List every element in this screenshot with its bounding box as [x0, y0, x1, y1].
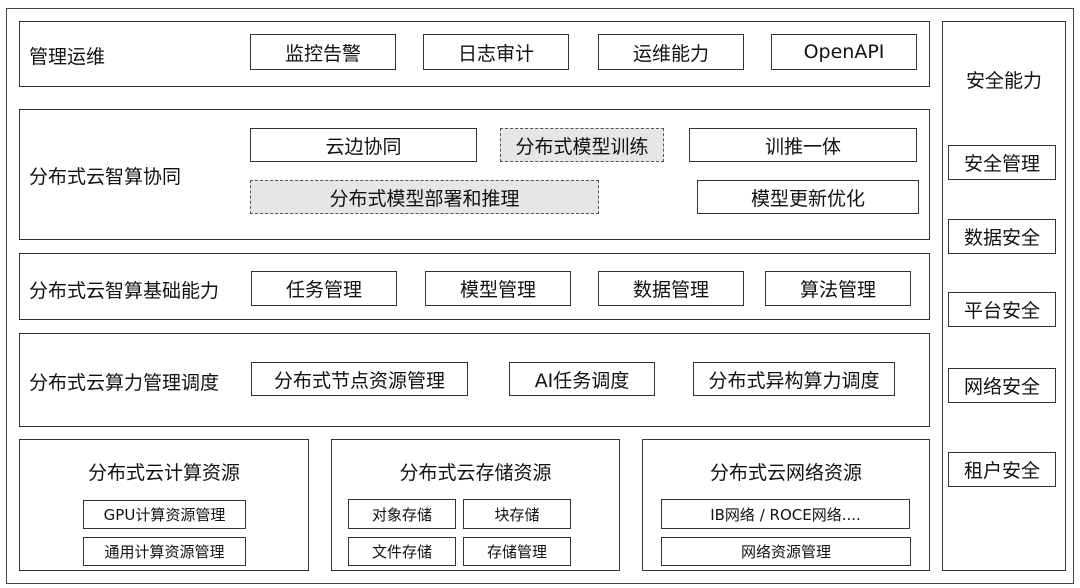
basic-layer-title: 分布式云智算基础能力	[29, 280, 220, 302]
ops-capability-box: 运维能力	[598, 34, 744, 70]
openapi-box: OpenAPI	[771, 34, 917, 70]
collab-layer-title: 分布式云智算协同	[29, 166, 182, 188]
network-resource-mgmt-box: 网络资源管理	[661, 537, 911, 566]
distributed-training-box: 分布式模型训练	[500, 128, 664, 162]
compute-resource-title: 分布式云计算资源	[87, 462, 240, 484]
file-storage-box: 文件存储	[348, 537, 456, 566]
storage-resource-title: 分布式云存储资源	[399, 462, 552, 484]
log-audit-box: 日志审计	[423, 34, 569, 70]
platform-security-box: 平台安全	[948, 292, 1056, 327]
general-compute-mgmt-box: 通用计算资源管理	[83, 537, 246, 566]
node-resource-mgmt-box: 分布式节点资源管理	[251, 362, 468, 396]
tenant-security-box: 租户安全	[948, 452, 1056, 487]
hetero-compute-schedule-box: 分布式异构算力调度	[693, 362, 895, 396]
model-mgmt-box: 模型管理	[425, 271, 571, 306]
data-security-box: 数据安全	[948, 219, 1056, 254]
cloud-edge-collab-box: 云边协同	[250, 128, 477, 162]
network-security-box: 网络安全	[948, 368, 1056, 403]
object-storage-box: 对象存储	[348, 499, 456, 529]
model-update-box: 模型更新优化	[697, 180, 919, 214]
ops-layer-title: 管理运维	[29, 46, 106, 68]
distributed-deploy-infer-box: 分布式模型部署和推理	[250, 180, 599, 214]
block-storage-box: 块存储	[463, 499, 571, 529]
storage-mgmt-box: 存储管理	[463, 537, 571, 566]
outer-frame	[6, 8, 1074, 584]
gpu-compute-mgmt-box: GPU计算资源管理	[83, 500, 246, 529]
security-mgmt-box: 安全管理	[948, 145, 1056, 180]
task-mgmt-box: 任务管理	[251, 271, 397, 306]
monitor-alert-box: 监控告警	[250, 34, 396, 70]
algorithm-mgmt-box: 算法管理	[765, 271, 911, 306]
train-infer-unified-box: 训推一体	[689, 128, 917, 162]
schedule-layer-title: 分布式云算力管理调度	[29, 372, 220, 394]
data-mgmt-box: 数据管理	[598, 271, 744, 306]
ai-task-schedule-box: AI任务调度	[509, 362, 655, 396]
ib-roce-network-box: IB网络 / ROCE网络....	[661, 499, 910, 529]
security-panel-title: 安全能力	[965, 70, 1042, 92]
network-resource-title: 分布式云网络资源	[709, 462, 862, 484]
